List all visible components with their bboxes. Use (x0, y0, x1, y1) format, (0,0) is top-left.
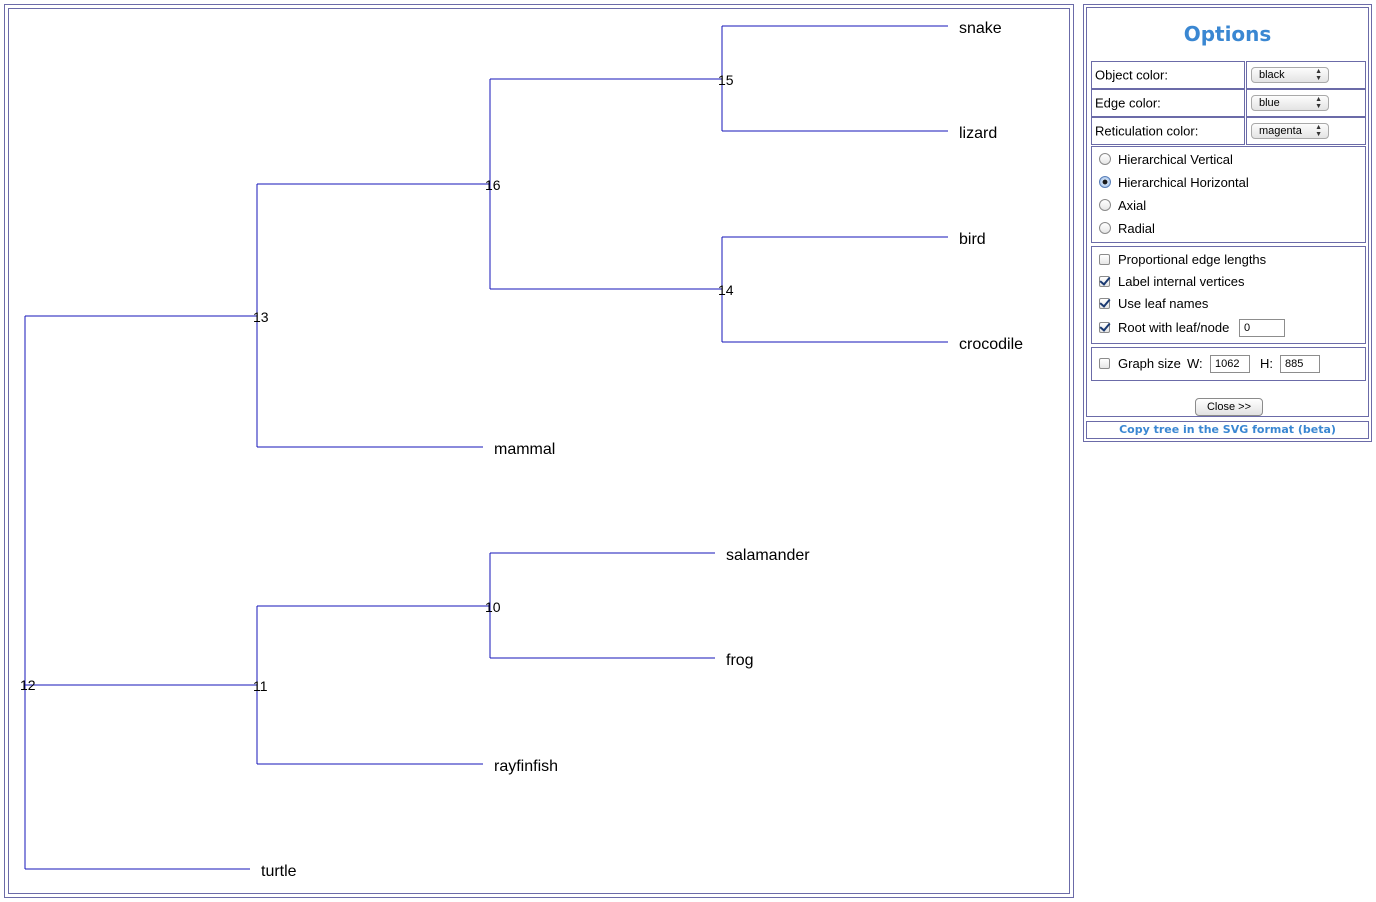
layout-option-label: Axial (1118, 198, 1147, 213)
display-options-group: Proportional edge lengths Label internal… (1091, 246, 1366, 344)
close-button[interactable]: Close >> (1195, 398, 1263, 416)
height-label: H: (1260, 356, 1273, 371)
options-panel-inner: Options Object color: black ▲▼ Edge colo… (1086, 7, 1369, 417)
node-label-13: 13 (253, 309, 269, 325)
object-color-select-cell: black ▲▼ (1246, 61, 1366, 89)
leaf-label-rayfinfish: rayfinfish (494, 758, 558, 775)
layout-option-label: Hierarchical Horizontal (1118, 175, 1249, 190)
leaf-label-frog: frog (726, 652, 754, 669)
graph-size-group: Graph size W: 1062 H: 885 (1091, 347, 1366, 381)
leaf-label-salamander: salamander (726, 547, 810, 564)
leaf-label-bird: bird (959, 231, 986, 248)
node-label-16: 16 (485, 177, 501, 193)
checkbox-checked[interactable] (1099, 298, 1110, 309)
use-leaf-names-label: Use leaf names (1118, 296, 1209, 311)
radio-button[interactable] (1099, 199, 1111, 211)
checkbox-checked[interactable] (1099, 322, 1110, 333)
layout-options-group: Hierarchical Vertical Hierarchical Horiz… (1091, 146, 1366, 243)
node-label-14: 14 (718, 282, 734, 298)
layout-option-label: Radial (1118, 221, 1155, 236)
reticulation-color-select[interactable]: magenta ▲▼ (1251, 123, 1329, 139)
tree-edges (24, 25, 948, 870)
layout-option-label: Hierarchical Vertical (1118, 152, 1233, 167)
reticulation-color-label-cell: Reticulation color: (1091, 117, 1245, 145)
node-label-12: 12 (20, 677, 36, 693)
reticulation-color-label: Reticulation color: (1095, 123, 1199, 139)
node-label-15: 15 (718, 72, 734, 88)
label-internal-vertices-label: Label internal vertices (1118, 274, 1245, 289)
leaf-label-snake: snake (959, 20, 1002, 37)
copy-svg-link[interactable]: Copy tree in the SVG format (beta) (1086, 421, 1369, 439)
tree-canvas (4, 4, 1074, 898)
edge-color-label-cell: Edge color: (1091, 89, 1245, 117)
object-color-label: Object color: (1095, 67, 1168, 83)
object-color-label-cell: Object color: (1091, 61, 1245, 89)
node-label-10: 10 (485, 599, 501, 615)
radio-button[interactable] (1099, 153, 1111, 165)
leaf-label-turtle: turtle (261, 863, 297, 880)
edge-color-select-cell: blue ▲▼ (1246, 89, 1366, 117)
edge-color-select[interactable]: blue ▲▼ (1251, 95, 1329, 111)
options-panel: Options Object color: black ▲▼ Edge colo… (1083, 4, 1372, 442)
object-color-select[interactable]: black ▲▼ (1251, 67, 1329, 83)
leaf-label-lizard: lizard (959, 125, 997, 142)
checkbox[interactable] (1099, 254, 1110, 265)
checkbox[interactable] (1099, 358, 1110, 369)
select-arrows-icon: ▲▼ (1315, 124, 1322, 138)
radio-button-selected[interactable] (1099, 176, 1111, 188)
node-label-11: 11 (253, 678, 268, 694)
radio-button[interactable] (1099, 222, 1111, 234)
proportional-edge-lengths-label: Proportional edge lengths (1118, 252, 1267, 267)
checkbox-checked[interactable] (1099, 276, 1110, 287)
select-arrows-icon: ▲▼ (1315, 68, 1322, 82)
options-title: Options (1183, 22, 1272, 46)
graph-width-input[interactable]: 1062 (1210, 355, 1250, 373)
root-node-input[interactable]: 0 (1239, 319, 1285, 337)
leaf-label-crocodile: crocodile (959, 336, 1023, 353)
width-label: W: (1187, 356, 1203, 371)
graph-height-input[interactable]: 885 (1280, 355, 1320, 373)
reticulation-color-select-cell: magenta ▲▼ (1246, 117, 1366, 145)
tree-canvas-inner (8, 8, 1070, 894)
select-arrows-icon: ▲▼ (1315, 96, 1322, 110)
leaf-label-mammal: mammal (494, 441, 555, 458)
root-with-leaf-node-label: Root with leaf/node (1118, 320, 1230, 335)
edge-color-label: Edge color: (1095, 95, 1161, 111)
graph-size-label: Graph size (1118, 356, 1181, 371)
